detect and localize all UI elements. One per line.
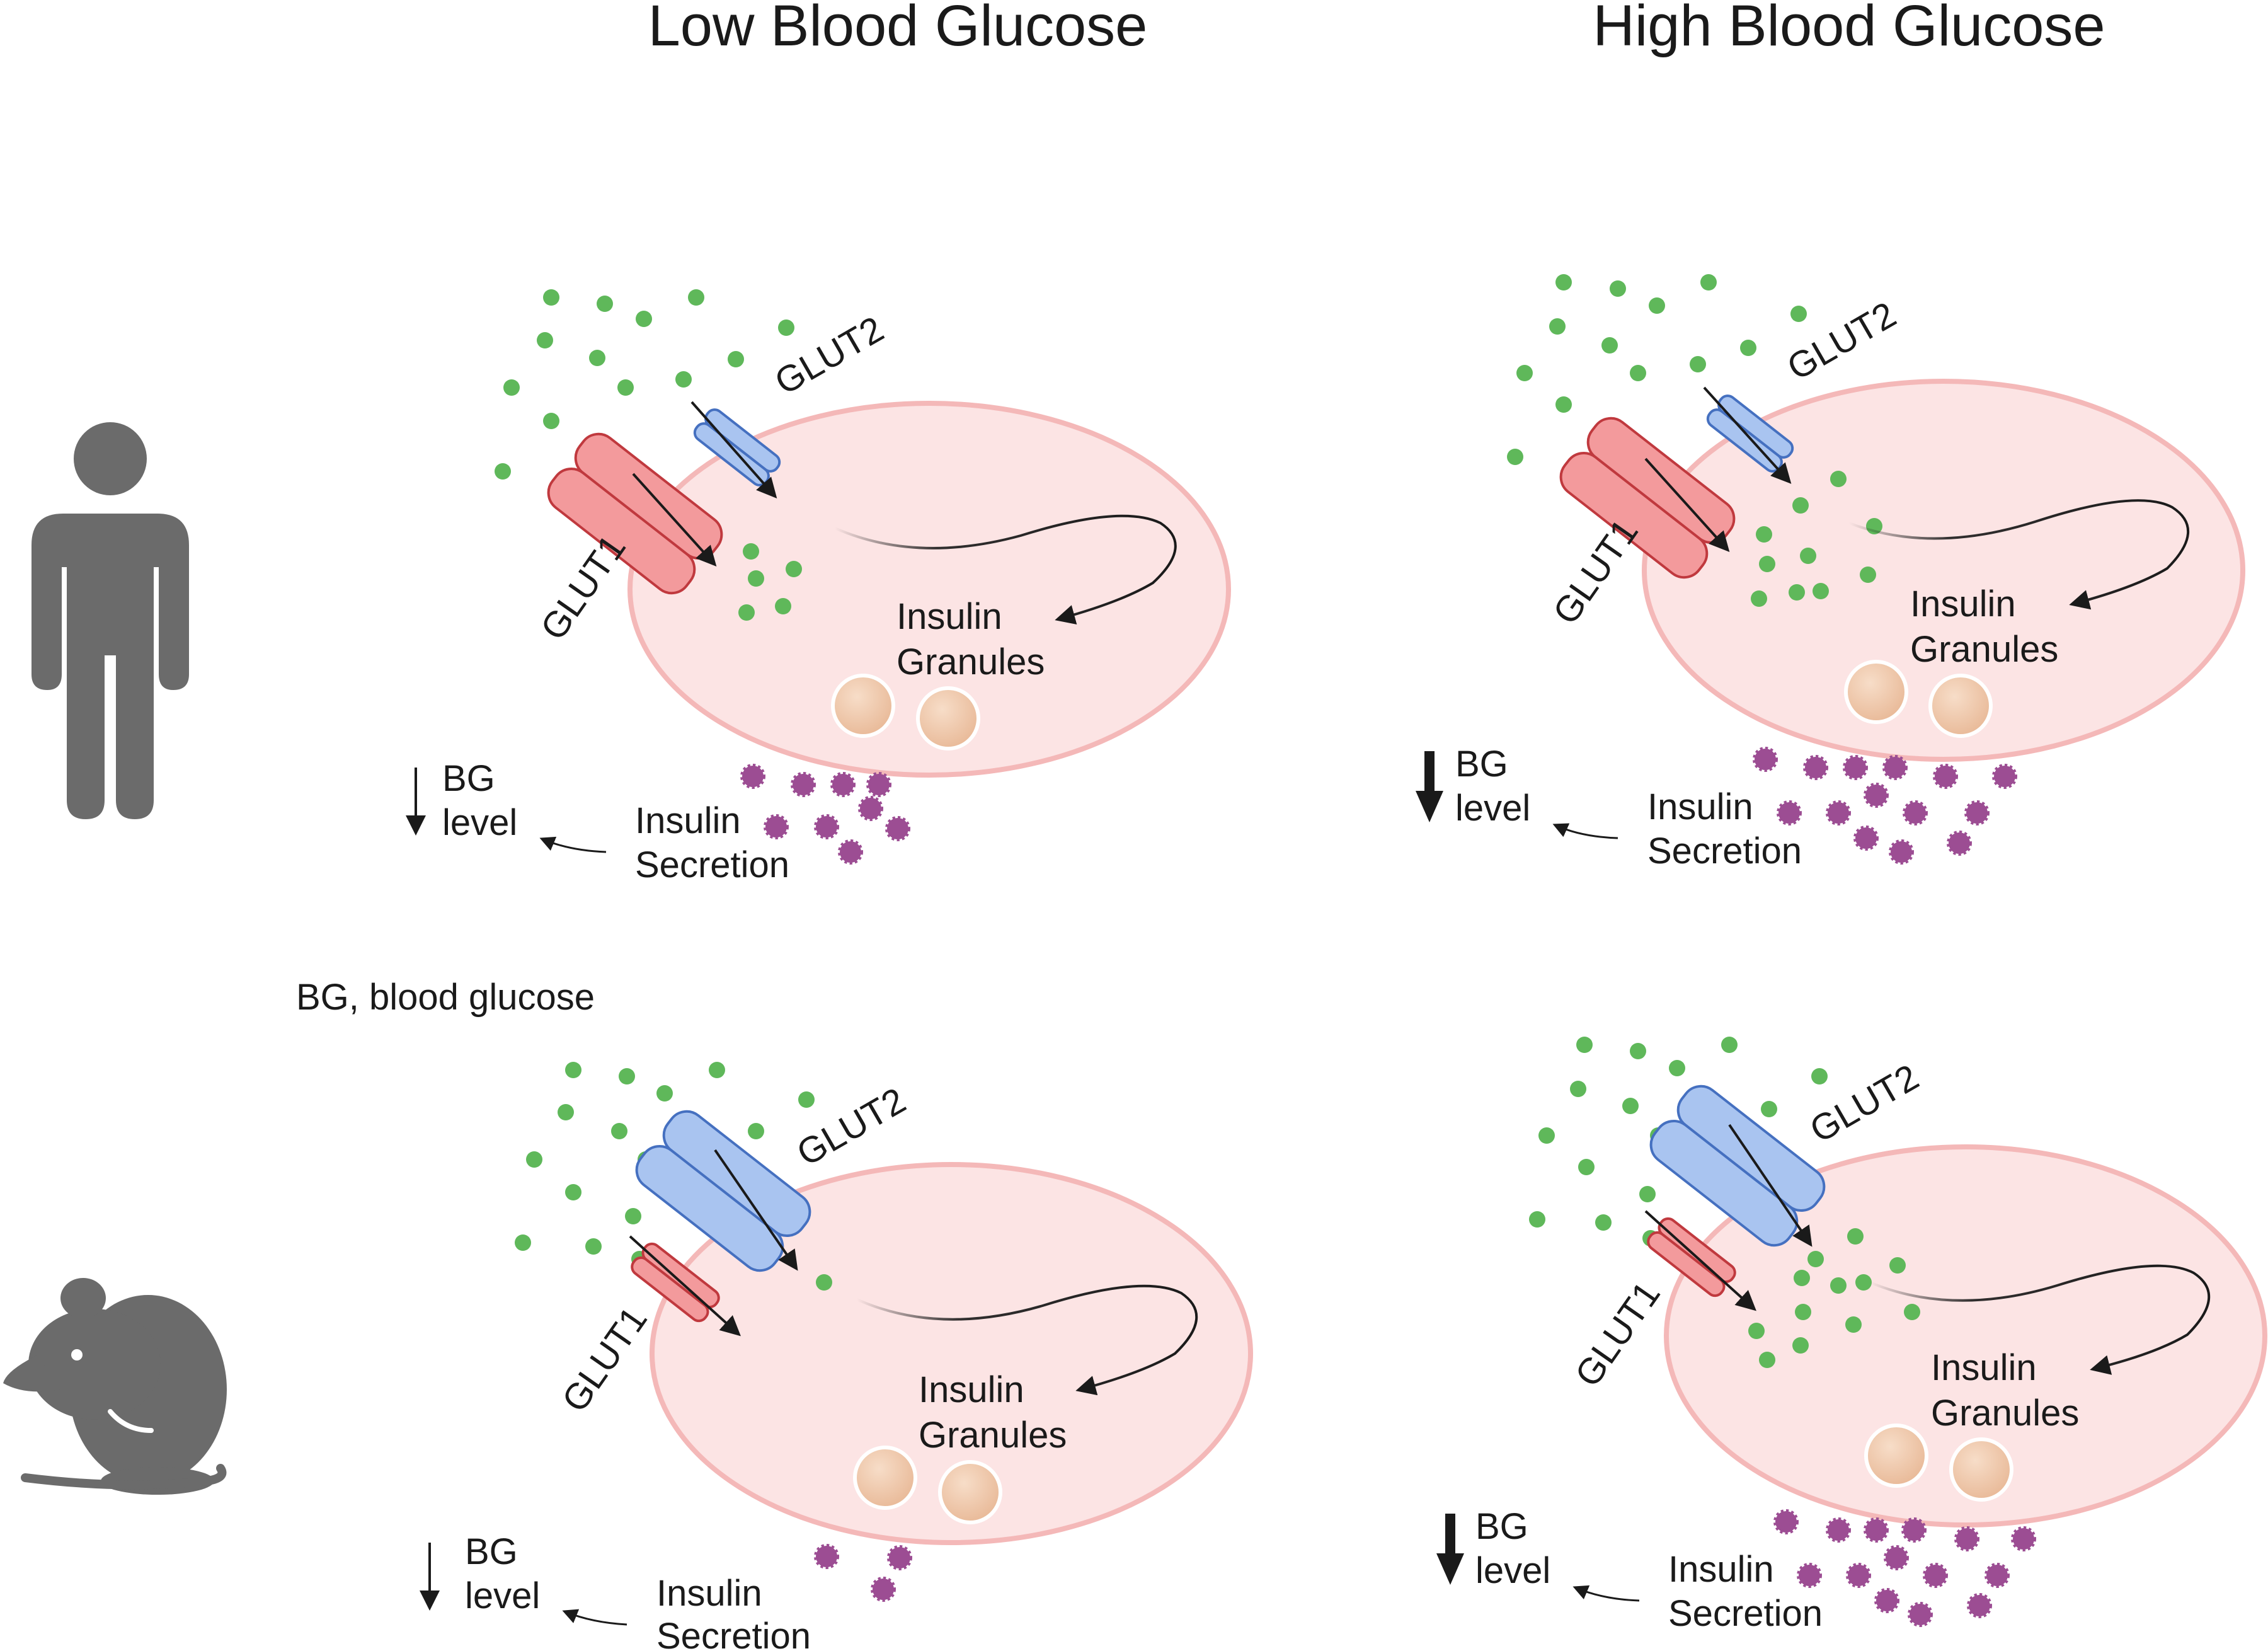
panel-human-high: GLUT1 GLUT2 Insulin Granules Insulin Sec… — [1416, 274, 2245, 872]
glucose-molecules — [515, 1062, 832, 1291]
panel-human-low: GLUT1 GLUT2 Insulin Granules Insulin Sec… — [406, 289, 1231, 885]
glut1-transporter — [631, 1242, 720, 1323]
glut1-label: GLUT1 — [1545, 512, 1646, 631]
insulin-secretion-label-line1: Insulin — [635, 800, 741, 841]
glut1-label: GLUT1 — [1567, 1274, 1668, 1394]
insulin-secretion-label-line2: Secretion — [635, 844, 789, 885]
panel-mouse-high: GLUT1 GLUT2 Insulin Granules Insulin Sec… — [1436, 1037, 2267, 1634]
glut1-label: GLUT1 — [532, 527, 633, 647]
header-low-blood-glucose: Low Blood Glucose — [648, 0, 1148, 58]
bg-level-label-line1: BG — [442, 758, 495, 799]
insulin-secretion-label-line2: Secretion — [1668, 1593, 1823, 1634]
insulin-granules-label-line2: Granules — [919, 1415, 1067, 1456]
insulin-molecules — [740, 764, 910, 865]
insulin-granules-label-line2: Granules — [896, 641, 1045, 682]
glut2-transporter — [1649, 1084, 1826, 1247]
insulin-secretion-label-line2: Secretion — [656, 1616, 811, 1651]
beta-cell — [627, 401, 1231, 778]
footnote-bg-abbreviation: BG, blood glucose — [296, 977, 595, 1018]
insulin-secretion-label-line2: Secretion — [1647, 831, 1802, 872]
insulin-granules — [1864, 1424, 2013, 1502]
insulin-secretion-label-line1: Insulin — [656, 1573, 762, 1614]
human-icon — [32, 422, 189, 819]
bg-down-arrow-bold — [1436, 1514, 1464, 1585]
header-high-blood-glucose: High Blood Glucose — [1593, 0, 2105, 58]
bg-down-arrow-bold — [1416, 751, 1443, 822]
glucose-molecules — [495, 289, 802, 621]
bg-level-label-line1: BG — [1455, 744, 1508, 785]
insulin-granules — [1844, 660, 1993, 738]
beta-cell — [1664, 1144, 2267, 1527]
insulin-molecules — [1773, 1509, 2036, 1627]
beta-cell — [1642, 379, 2245, 762]
bg-level-label-line2: level — [465, 1575, 540, 1616]
panel-mouse-low: GLUT1 GLUT2 Insulin Granules Insulin Sec… — [420, 1062, 1253, 1651]
insulin-granules-label-line1: Insulin — [919, 1369, 1024, 1410]
insulin-granules — [831, 674, 980, 751]
bg-level-label-line2: level — [1475, 1550, 1550, 1591]
glut1-label: GLUT1 — [554, 1299, 655, 1419]
insulin-granules — [853, 1446, 1002, 1524]
bg-level-label-line2: level — [442, 802, 517, 843]
mouse-icon — [3, 1278, 227, 1495]
bg-level-label-line1: BG — [465, 1531, 518, 1572]
insulin-secretion-label-line1: Insulin — [1647, 786, 1753, 827]
glut1-transporter — [1647, 1217, 1736, 1297]
insulin-molecules — [1753, 747, 2017, 865]
insulin-molecules — [814, 1544, 912, 1602]
insulin-granules-label-line1: Insulin — [1931, 1347, 2037, 1388]
bg-level-label-line1: BG — [1475, 1506, 1528, 1547]
glucose-molecules — [1507, 274, 1882, 607]
insulin-granules-label-line2: Granules — [1931, 1393, 2079, 1434]
bg-level-label-line2: level — [1455, 788, 1530, 829]
insulin-granules-label-line2: Granules — [1910, 629, 2058, 670]
beta-cell — [650, 1162, 1253, 1545]
insulin-granules-label-line1: Insulin — [896, 596, 1002, 637]
glut2-transporter — [635, 1110, 811, 1272]
insulin-granules-label-line1: Insulin — [1910, 584, 2016, 624]
insulin-secretion-label-line1: Insulin — [1668, 1549, 1774, 1590]
